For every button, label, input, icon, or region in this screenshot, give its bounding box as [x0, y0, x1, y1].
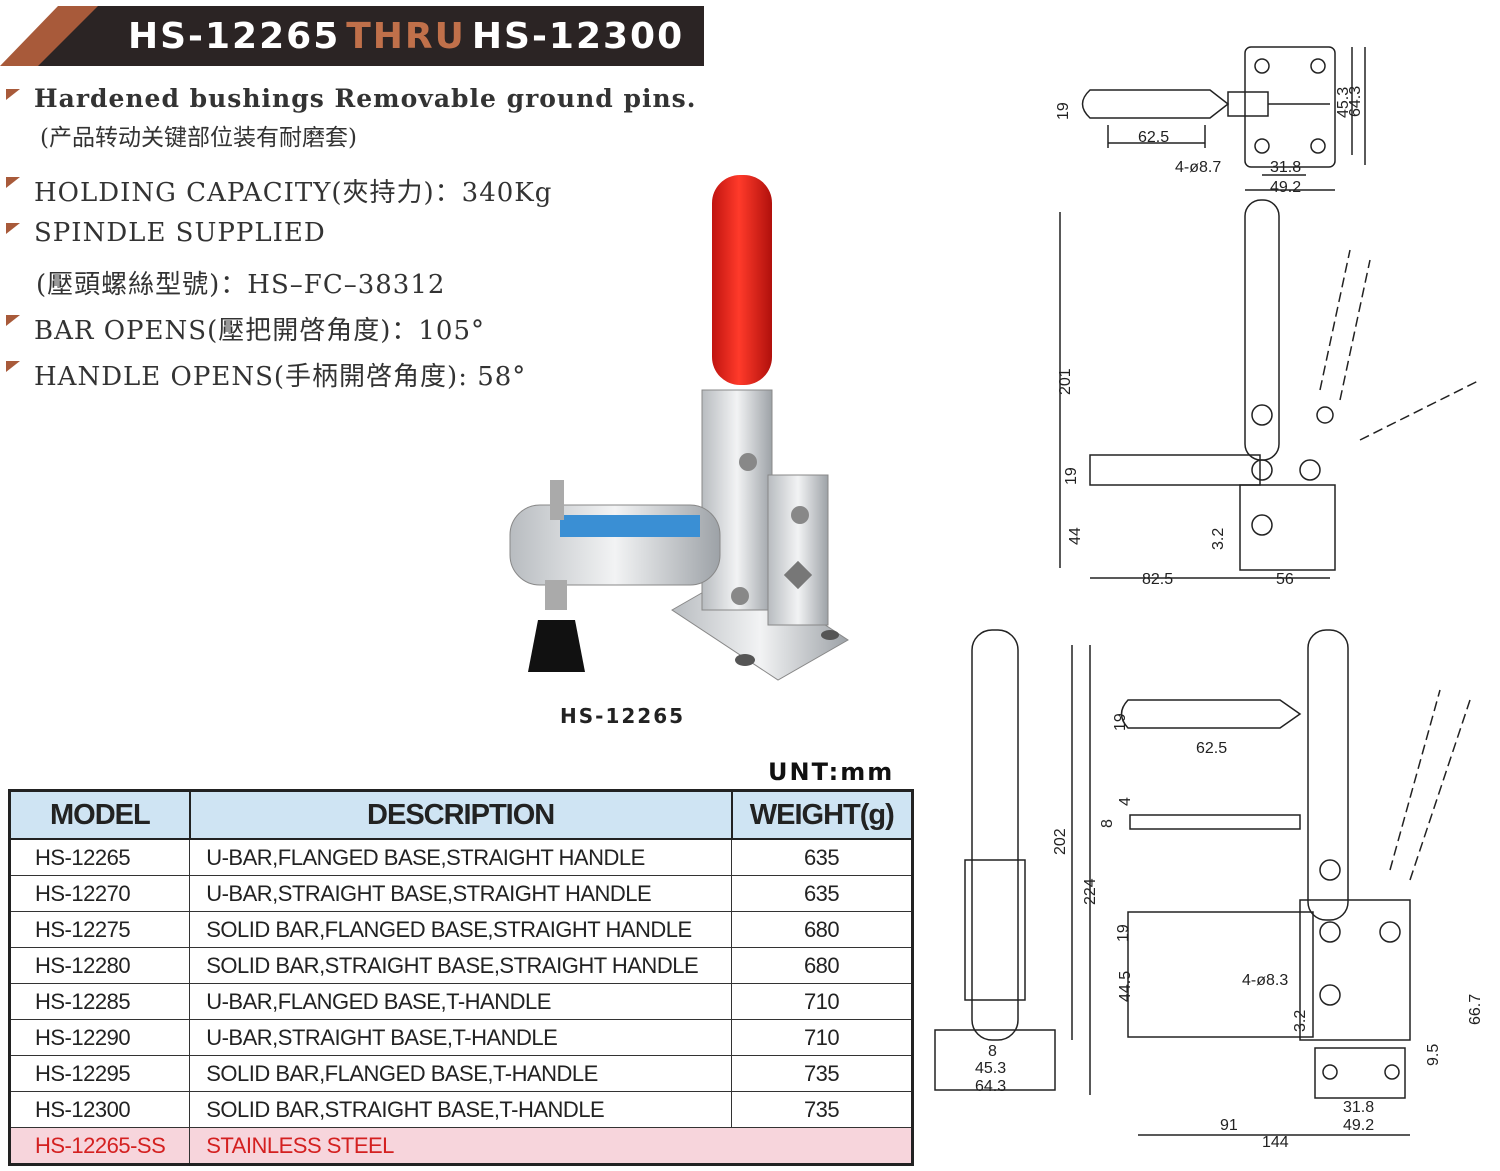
bullet-icon	[6, 361, 20, 372]
top-side-view	[1059, 199, 1481, 579]
cell-weight: 710	[731, 983, 913, 1020]
dim-9-5: 9.5	[1425, 1044, 1442, 1066]
cell-model: HS-12280	[8, 947, 191, 984]
bottom-side-view	[1120, 629, 1471, 1136]
header-weight: WEIGHT(g)	[730, 789, 914, 840]
cell-description: U-BAR,STRAIGHT BASE,STRAIGHT HANDLE	[189, 875, 733, 912]
dim-82-5: 82.5	[1142, 571, 1173, 588]
cell-weight: 710	[731, 1019, 913, 1056]
cell-description: STAINLESS STEEL	[189, 1127, 913, 1165]
dim-44: 44	[1067, 527, 1084, 545]
cell-description: SOLID BAR,FLANGED BASE,T-HANDLE	[189, 1055, 733, 1092]
bullet-icon	[6, 315, 20, 326]
dim-19-bottom-b: 19	[1115, 924, 1132, 942]
feature-spindle-cn: (壓頭螺絲型號)：HS–FC–38312	[36, 270, 446, 300]
feature-bushings: Hardened bushings Removable ground pins.	[6, 84, 696, 113]
cell-description: U-BAR,FLANGED BASE,T-HANDLE	[189, 983, 733, 1020]
photo-caption: HS-12265	[560, 704, 686, 728]
dim-holes-bottom: 4-ø8.3	[1242, 972, 1288, 989]
dim-62-5: 62.5	[1138, 129, 1169, 146]
feature-spindle: SPINDLE SUPPLIED	[6, 218, 326, 248]
cell-weight: 635	[731, 838, 913, 876]
dim-64-3b: 64.3	[975, 1078, 1006, 1095]
dim-49-2-bottom: 49.2	[1343, 1117, 1374, 1134]
cell-description: U-BAR,FLANGED BASE,STRAIGHT HANDLE	[189, 838, 733, 876]
dim-201: 201	[1057, 368, 1074, 395]
dim-91: 91	[1220, 1117, 1238, 1134]
cell-model: HS-12265-SS	[8, 1127, 191, 1165]
dim-45-3: 45.3	[1335, 87, 1352, 118]
cell-model: HS-12270	[8, 875, 191, 912]
cell-weight: 735	[731, 1055, 913, 1092]
cell-model: HS-12300	[8, 1091, 191, 1128]
cell-model: HS-12285	[8, 983, 191, 1020]
thru-label: THRU	[346, 16, 466, 57]
dim-202: 202	[1052, 828, 1069, 855]
cell-weight: 735	[731, 1091, 913, 1128]
cell-description: U-BAR,STRAIGHT BASE,T-HANDLE	[189, 1019, 733, 1056]
cell-weight: 635	[731, 875, 913, 912]
dim-3-2-bottom: 3.2	[1292, 1010, 1309, 1032]
unit-label: UNT:mm	[768, 758, 895, 786]
cell-description: SOLID BAR,FLANGED BASE,STRAIGHT HANDLE	[189, 911, 733, 948]
dim-19b: 19	[1063, 467, 1080, 485]
dim-224: 224	[1082, 878, 1099, 905]
dim-4: 4	[1117, 797, 1134, 806]
dim-62-5-bottom: 62.5	[1196, 740, 1227, 757]
dim-3-2: 3.2	[1210, 528, 1227, 550]
top-plan-view	[1081, 46, 1366, 191]
banner-shape	[0, 6, 704, 66]
dim-holes: 4-ø8.7	[1175, 159, 1221, 176]
cell-model: HS-12295	[8, 1055, 191, 1092]
dim-8b: 8	[988, 1043, 997, 1060]
table-header-row: MODEL DESCRIPTION WEIGHT(g)	[8, 789, 914, 840]
dim-66-7: 66.7	[1467, 994, 1484, 1025]
feature-holding: HOLDING CAPACITY(夾持力)：340Kg	[6, 172, 552, 209]
dim-49-2: 49.2	[1270, 179, 1301, 196]
model-from: HS-12265	[128, 16, 341, 57]
bottom-front-view	[934, 629, 1091, 1095]
dim-56: 56	[1276, 571, 1294, 588]
cell-model: HS-12290	[8, 1019, 191, 1056]
dim-31-8: 31.8	[1270, 159, 1301, 176]
model-to: HS-12300	[471, 16, 685, 57]
feature-bar-opens: BAR OPENS(壓把開啓角度)：105°	[6, 310, 485, 347]
feature-handle-opens: HANDLE OPENS(手柄開啓角度): 58°	[6, 356, 526, 393]
bullet-icon	[6, 89, 20, 100]
dim-64-3: 64.3	[1347, 86, 1364, 117]
header-description: DESCRIPTION	[188, 789, 733, 840]
dim-144: 144	[1262, 1134, 1289, 1151]
cell-model: HS-12265	[8, 838, 191, 876]
cell-weight: 680	[731, 911, 913, 948]
cell-weight: 680	[731, 947, 913, 984]
dim-31-8-bottom: 31.8	[1343, 1099, 1374, 1116]
bullet-icon	[6, 177, 20, 188]
dim-44-5: 44.5	[1117, 971, 1134, 1002]
feature-bushings-cn: (产品转动关键部位装有耐磨套)	[40, 125, 357, 151]
bullet-icon	[6, 223, 20, 234]
dim-8: 8	[1099, 819, 1116, 828]
cell-model: HS-12275	[8, 911, 191, 948]
cell-description: SOLID BAR,STRAIGHT BASE,T-HANDLE	[189, 1091, 733, 1128]
header-model: MODEL	[8, 789, 191, 840]
dim-19: 19	[1055, 102, 1072, 120]
dim-19-bottom: 19	[1112, 713, 1129, 731]
dim-45-3b: 45.3	[975, 1060, 1006, 1077]
cell-description: SOLID BAR,STRAIGHT BASE,STRAIGHT HANDLE	[189, 947, 733, 984]
